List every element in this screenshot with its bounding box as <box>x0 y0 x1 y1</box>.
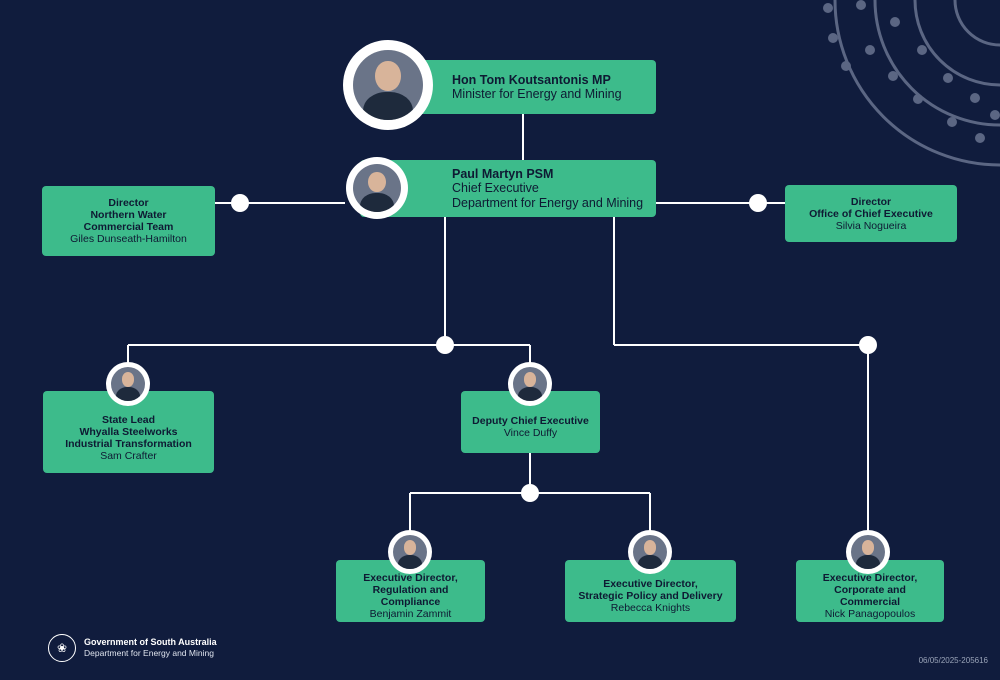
junction-node <box>749 194 767 212</box>
person-photo-icon <box>633 535 667 569</box>
ceo-department: Department for Energy and Mining <box>452 196 643 211</box>
decorative-pattern <box>835 0 1000 165</box>
deputy-ce-avatar <box>508 362 552 406</box>
director-oce-name: Silvia Nogueira <box>836 220 907 232</box>
director-nw-line2: Northern Water <box>90 209 166 221</box>
logo-government-text: Government of South Australia <box>84 637 217 648</box>
ed-strategic-line2: Strategic Policy and Delivery <box>578 590 722 602</box>
logo-department-text: Department for Energy and Mining <box>84 648 217 659</box>
logo-text: Government of South Australia Department… <box>84 637 217 659</box>
ed-regulation-avatar <box>388 530 432 574</box>
ed-regulation-name: Benjamin Zammit <box>370 608 452 620</box>
state-lead-line2: Whyalla Steelworks <box>79 426 177 438</box>
junction-node <box>521 484 539 502</box>
state-lead-name: Sam Crafter <box>100 450 157 462</box>
director-oce-line1: Director <box>851 196 891 208</box>
person-photo-icon <box>851 535 885 569</box>
government-logo: ❀ Government of South Australia Departme… <box>48 634 217 662</box>
ed-regulation-line2: Regulation and Compliance <box>344 584 477 608</box>
document-reference: 06/05/2025-205616 <box>919 656 988 665</box>
ed-corporate-line2: Corporate and Commercial <box>804 584 936 608</box>
director-northern-water-box: Director Northern Water Commercial Team … <box>42 186 215 256</box>
director-oce-line2: Office of Chief Executive <box>809 208 933 220</box>
minister-role: Minister for Energy and Mining <box>452 87 622 102</box>
junction-node <box>436 336 454 354</box>
person-photo-icon <box>111 367 145 401</box>
director-oce-box: Director Office of Chief Executive Silvi… <box>785 185 957 242</box>
director-nw-name: Giles Dunseath-Hamilton <box>70 233 187 245</box>
ed-corporate-avatar <box>846 530 890 574</box>
ceo-avatar <box>346 157 408 219</box>
minister-name: Hon Tom Koutsantonis MP <box>452 73 611 88</box>
ed-corporate-name: Nick Panagopoulos <box>825 608 915 620</box>
person-photo-icon <box>353 164 401 212</box>
person-photo-icon <box>393 535 427 569</box>
director-nw-line1: Director <box>108 197 148 209</box>
person-photo-icon <box>513 367 547 401</box>
ceo-name: Paul Martyn PSM <box>452 167 553 182</box>
sa-government-crest-icon: ❀ <box>48 634 76 662</box>
ed-strategic-avatar <box>628 530 672 574</box>
ed-strategic-line1: Executive Director, <box>603 578 698 590</box>
state-lead-avatar <box>106 362 150 406</box>
director-nw-line3: Commercial Team <box>84 221 174 233</box>
junction-node <box>231 194 249 212</box>
ed-strategic-name: Rebecca Knights <box>611 602 690 614</box>
deputy-ce-line1: Deputy Chief Executive <box>472 415 589 427</box>
deputy-ce-name: Vince Duffy <box>504 427 557 439</box>
junction-node <box>859 336 877 354</box>
person-photo-icon <box>353 50 423 120</box>
state-lead-line3: Industrial Transformation <box>65 438 192 450</box>
minister-avatar <box>343 40 433 130</box>
ceo-role: Chief Executive <box>452 181 539 196</box>
state-lead-line1: State Lead <box>102 414 155 426</box>
